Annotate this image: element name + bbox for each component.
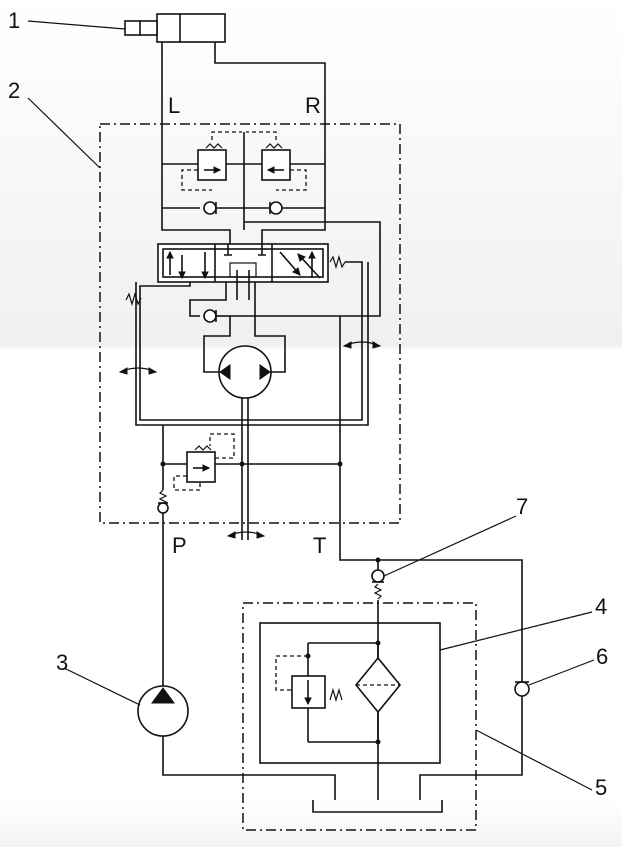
check-valve-6: [514, 681, 530, 697]
pilot-left: [181, 169, 212, 191]
callout-3: 3: [56, 650, 68, 675]
check-valve-center: [203, 309, 217, 323]
check-valve-right: [269, 201, 283, 215]
tank-symbol: [312, 800, 443, 813]
bypass-valve: [275, 655, 343, 709]
line-R: [214, 42, 326, 208]
port-P: P: [172, 533, 187, 558]
leader-1: [27, 20, 126, 30]
port-L: L: [168, 93, 180, 118]
leader-6: [528, 659, 595, 686]
shock-valve-right: [246, 131, 291, 181]
filter-assembly: [259, 622, 441, 764]
spring-left: [125, 291, 142, 307]
port-R: R: [305, 93, 321, 118]
check-valve-left: [203, 201, 217, 215]
reservoir-outline: [242, 602, 477, 831]
callout-7: 7: [516, 494, 528, 519]
filter-element: [354, 656, 402, 714]
tank-line: [339, 555, 523, 682]
pump: [137, 685, 189, 737]
check-valve-7: [371, 569, 385, 600]
relief-valve: [173, 433, 235, 491]
callout-5: 5: [595, 775, 607, 800]
return-loop-inner: [135, 262, 369, 426]
inlet-check-valve: [157, 489, 169, 514]
leader-2: [27, 97, 101, 169]
shock-valve-left: [197, 131, 242, 181]
callout-6: 6: [596, 644, 608, 669]
steering-unit-outline: [99, 123, 401, 524]
return-loop-outer: [139, 261, 363, 421]
leader-3: [63, 667, 141, 706]
leader-7: [383, 515, 517, 577]
callout-1: 1: [8, 8, 20, 33]
leader-4: [439, 611, 593, 651]
pilot-right: [276, 169, 307, 191]
port-T: T: [313, 533, 326, 558]
callout-4: 4: [595, 594, 607, 619]
metering-unit: [218, 345, 272, 540]
steering-cylinder: [124, 13, 226, 43]
callout-2: 2: [8, 78, 20, 103]
control-valve: [157, 243, 346, 283]
leader-5: [475, 729, 593, 791]
